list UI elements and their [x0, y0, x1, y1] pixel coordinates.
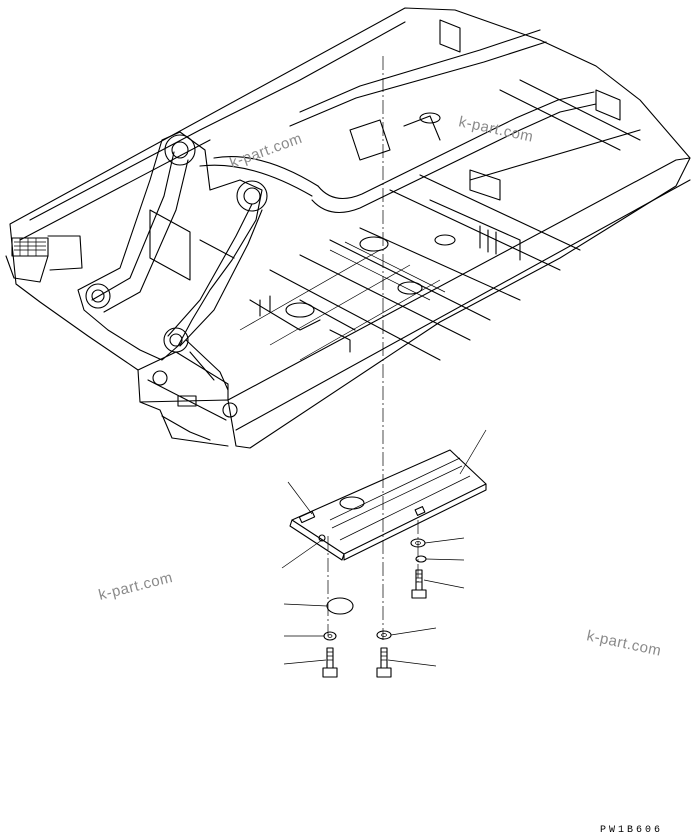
- bolt-lower-right: [376, 647, 392, 678]
- fasteners: [322, 538, 427, 678]
- leader-lines: [281, 429, 487, 667]
- watermark-text: k-part.com: [97, 569, 175, 604]
- revolving-frame: [5, 7, 691, 449]
- boom-foot-brackets: [77, 131, 268, 391]
- drawing-code: PW1B606: [600, 825, 663, 836]
- watermark-text: k-part.com: [585, 627, 663, 659]
- plug-cap: [326, 597, 354, 615]
- washer-small: [415, 555, 427, 563]
- hose-guard-rail: [199, 29, 597, 214]
- washer-lower-right: [376, 630, 392, 640]
- under-cover-plate: [289, 449, 487, 561]
- watermarks: k-part.com k-part.com k-part.com k-part.…: [97, 113, 663, 659]
- washer-lower-left: [323, 631, 337, 641]
- watermark-text: k-part.com: [228, 130, 305, 172]
- assembly-centerlines: [327, 56, 419, 640]
- bolt-lower-left: [322, 647, 338, 678]
- bolt-upper-right: [411, 569, 427, 599]
